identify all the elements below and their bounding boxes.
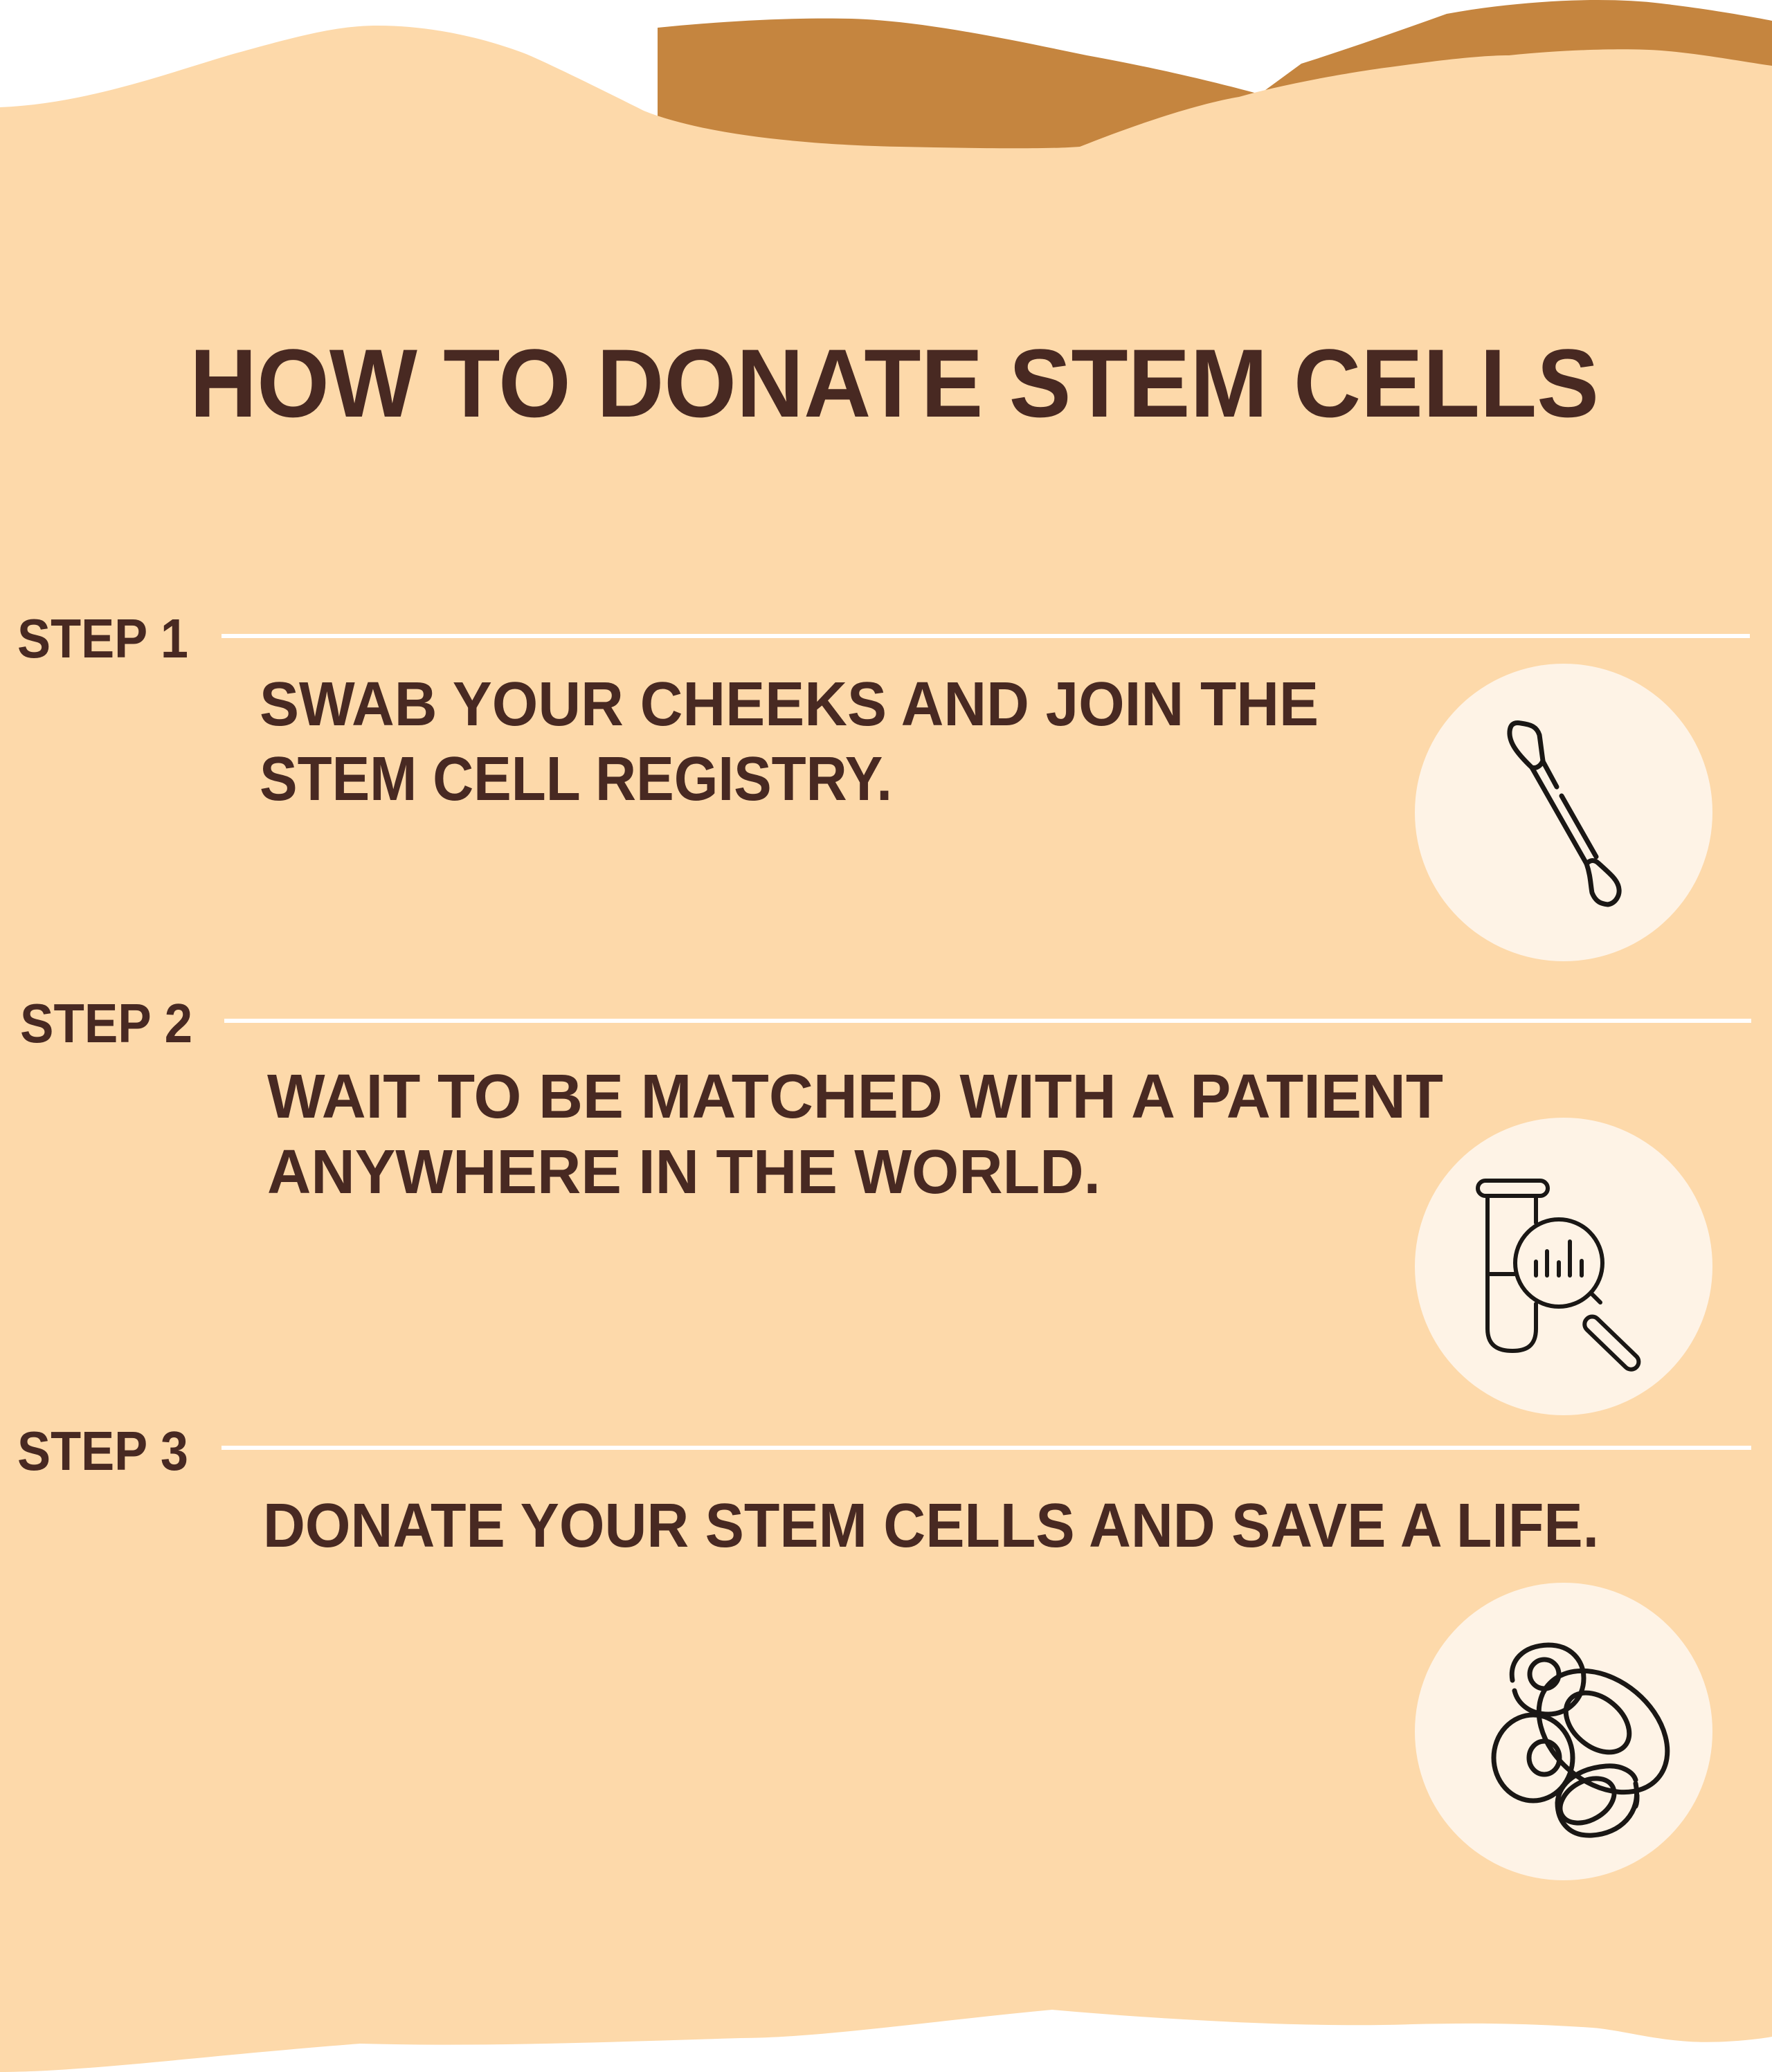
step-description-line: DONATE YOUR STEM CELLS AND SAVE A LIFE. [263, 1491, 1599, 1561]
page-title: HOW TO DONATE STEM CELLS [190, 329, 1599, 437]
step-description-line: WAIT TO BE MATCHED WITH A PATIENT [267, 1062, 1443, 1132]
icon-circle [1415, 664, 1712, 961]
cotton-swab-icon [1507, 720, 1622, 907]
step-divider [222, 634, 1750, 638]
step-label: STEP 3 [17, 1420, 188, 1482]
step-label: STEP 1 [17, 608, 188, 669]
test-tube-magnifier-icon [1476, 1179, 1641, 1372]
step-description-line: SWAB YOUR CHEEKS AND JOIN THE [260, 670, 1319, 739]
step-divider [222, 1446, 1751, 1450]
step-2: STEP 2 WAIT TO BE MATCHED WITH A PATIENT… [20, 992, 1751, 1415]
step-3: STEP 3 DONATE YOUR STEM CELLS AND SAVE A… [17, 1420, 1751, 1880]
background-panel [0, 25, 1772, 2072]
step-1: STEP 1 SWAB YOUR CHEEKS AND JOIN THE STE… [17, 608, 1750, 961]
step-description-line: ANYWHERE IN THE WORLD. [267, 1138, 1101, 1207]
step-divider [224, 1019, 1751, 1023]
stem-cells-icon [1491, 1642, 1670, 1838]
icon-circle [1415, 1118, 1712, 1415]
step-label: STEP 2 [20, 992, 192, 1054]
step-description-line: STEM CELL REGISTRY. [260, 745, 892, 814]
